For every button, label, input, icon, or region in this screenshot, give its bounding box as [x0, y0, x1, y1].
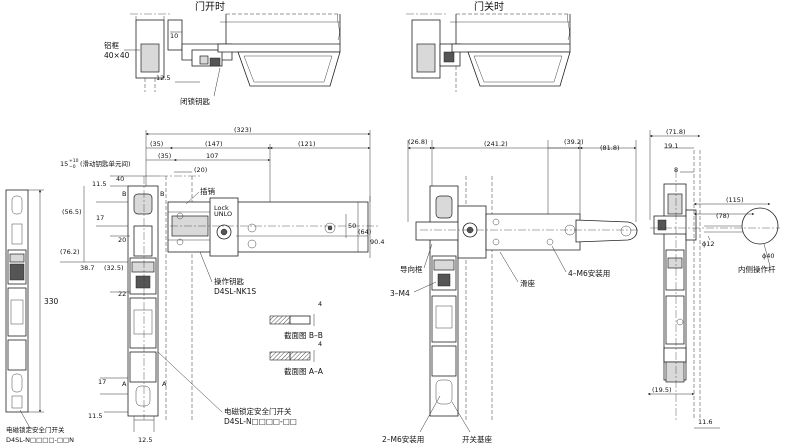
label-switch-model: D4SL-N□□□□-□□ — [224, 417, 297, 426]
dim-64: (64) — [358, 228, 371, 236]
dim-71-8: (71.8) — [666, 128, 686, 136]
sec-b-top: B — [122, 190, 126, 198]
dim-11-6: 11.6 — [698, 418, 712, 426]
dim-76-2: (76.2) — [60, 248, 80, 256]
dim-90-4: 90.4 — [370, 238, 384, 246]
label-slide: 滑座 — [520, 278, 535, 288]
dim-35b: (35) — [158, 152, 171, 160]
label-lock-bottom: UNLO — [214, 210, 232, 218]
label-inner-lever: 内侧操作杆 — [738, 264, 776, 274]
label-aluminum-frame: 铝框 — [104, 40, 119, 50]
dim-26-8: (26.8) — [408, 138, 428, 146]
label-lock-top: Lock — [214, 204, 229, 212]
dim-slide-tol-sub: −0 — [69, 164, 76, 170]
label-m6-mount2: 2–M6安装用 — [382, 434, 424, 444]
label-lock-key: 闭锁钥匙 — [180, 96, 210, 106]
label-switch-model-left: D4SL-N□□□□-□□N — [6, 436, 74, 444]
dim-11-5a: 11.5 — [92, 180, 106, 188]
label-slide-note: (滑动钥匙单元间) — [80, 159, 131, 168]
dim-323: (323) — [234, 126, 251, 134]
sec-a-bot-r: A — [162, 380, 167, 388]
dim-107: 107 — [206, 152, 218, 160]
dim-147: (147) — [205, 140, 222, 148]
left-elevation-view: 330 电磁锁定安全门开关 D4SL-N□□□□-□□N — [5, 189, 74, 444]
dim-121: (121) — [298, 140, 315, 148]
dim-open-12-5: 12.5 — [156, 74, 170, 82]
dim-phi40: ϕ40 — [762, 252, 775, 260]
dim-56-5: (56.5) — [62, 208, 82, 216]
label-m6-mount4: 4–M6安装用 — [568, 268, 610, 278]
dim-40: 40 — [116, 175, 124, 183]
dim-open-10: 10 — [170, 32, 178, 40]
dim-17b: 17 — [98, 378, 106, 386]
dim-115: (115) — [726, 196, 743, 204]
dim-241-2: (241.2) — [484, 140, 508, 148]
sec-b-top-r: B — [160, 190, 164, 198]
label-latch: 插销 — [200, 186, 215, 196]
dim-4b: 4 — [318, 340, 322, 348]
label-section-aa: 截面图 A–A — [284, 366, 324, 376]
dim-11-5b: 11.5 — [88, 412, 102, 420]
dim-50: 50 — [348, 222, 356, 230]
sec-a-bot: A — [122, 380, 127, 388]
dim-78: (78) — [716, 212, 729, 220]
dim-19-1: 19.1 — [664, 142, 678, 150]
dim-20b: 20 — [118, 236, 126, 244]
open-state-view: 门开时 10 12.5 铝框 40×40 闭锁钥匙 — [104, 0, 341, 106]
dim-8: 8 — [674, 166, 678, 174]
dim-12-5: 12.5 — [138, 436, 152, 444]
title-open: 门开时 — [195, 0, 225, 13]
dim-330: 330 — [44, 297, 59, 306]
dim-19-5: (19.5) — [652, 386, 672, 394]
dim-slide-tol-sup: +10 — [69, 158, 79, 164]
label-switch-name-left: 电磁锁定安全门开关 — [6, 425, 65, 434]
dim-35a: (35) — [150, 140, 163, 148]
center-view: (26.8) (241.2) (39.2) (81.8) 导向框 3–M4 滑座… — [382, 138, 640, 444]
dim-39-2: (39.2) — [564, 138, 584, 146]
closed-state-view: 门关时 — [406, 0, 571, 92]
main-front-view: Lock UNLO (323) (35) (147) (121) (35) 10… — [60, 126, 384, 444]
dim-20a: (20) — [194, 166, 207, 174]
label-switch-base: 开关基座 — [462, 434, 492, 444]
dim-22: 22 — [118, 290, 126, 298]
dim-4a: 4 — [318, 300, 322, 308]
label-section-bb: 截面图 B–B — [284, 330, 323, 340]
label-frame-size: 40×40 — [104, 51, 130, 60]
dim-32-5: (32.5) — [104, 264, 124, 272]
section-views: 4 截面图 B–B 4 截面图 A–A — [269, 300, 324, 376]
label-guide-frame: 导向框 — [400, 264, 423, 274]
right-side-view: (71.8) 19.1 8 (115) (78) ϕ12 ϕ40 内侧操作杆 (… — [647, 128, 780, 429]
dim-slide-tol: 15 — [60, 160, 68, 168]
dim-17a: 17 — [96, 214, 104, 222]
dim-38-7: 38.7 — [80, 264, 94, 272]
title-closed: 门关时 — [474, 0, 504, 13]
label-switch-name: 电磁锁定安全门开关 — [224, 406, 292, 416]
dim-81-8: (81.8) — [600, 144, 620, 152]
dim-phi12: ϕ12 — [702, 240, 715, 248]
label-operation-key: 操作钥匙 — [214, 276, 244, 286]
label-m4: 3–M4 — [390, 289, 410, 298]
label-operation-key-model: D4SL-NK1S — [214, 287, 256, 296]
